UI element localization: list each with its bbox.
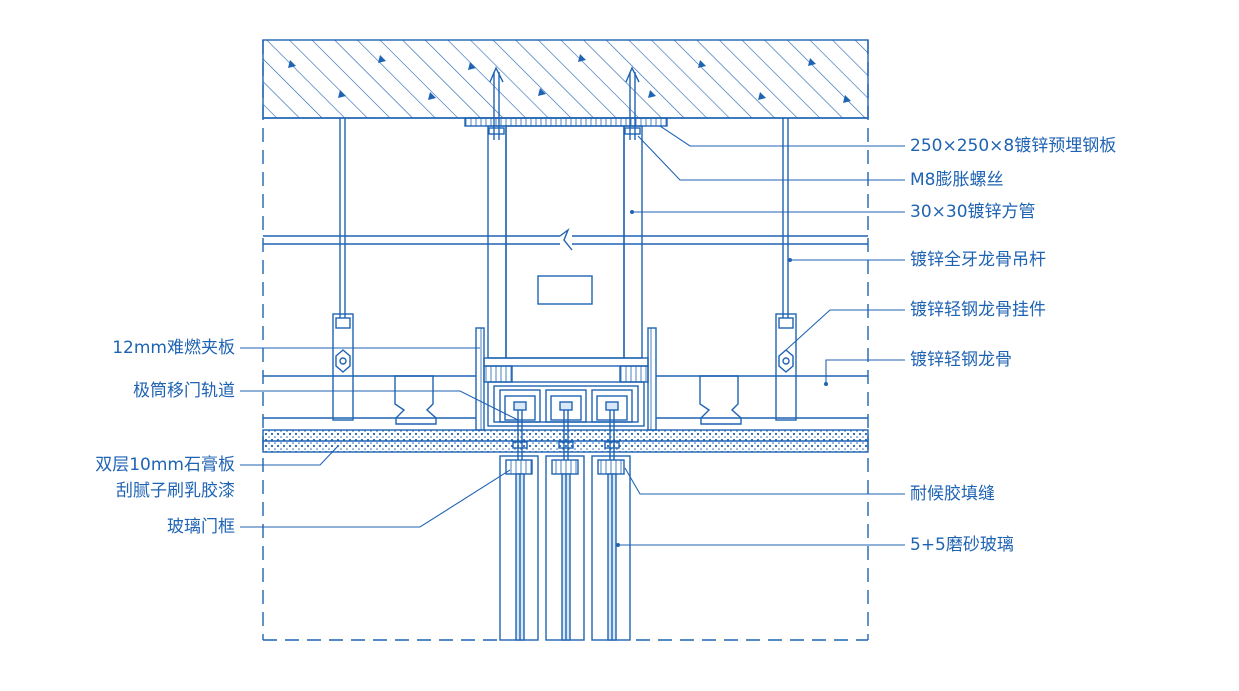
- label-sliding-door-track: 极筒移门轨道: [133, 381, 235, 401]
- hanger-rod-right: [782, 118, 789, 318]
- hanger-rod-left: [339, 118, 346, 318]
- label-embedded-steel-plate: 250×250×8镀锌预埋钢板: [910, 136, 1116, 156]
- frosted-glass-panels: [515, 473, 617, 641]
- label-hanger-clip: 镀锌轻钢龙骨挂件: [910, 300, 1046, 320]
- break-line: [263, 227, 868, 251]
- leader-lines-left: [240, 347, 519, 528]
- label-putty-latex-paint: 刮腻子刷乳胶漆: [116, 481, 235, 501]
- label-light-steel-keel: 镀锌轻钢龙骨: [910, 350, 1012, 370]
- embedded-steel-plate: [464, 117, 668, 127]
- boundary-lines: [262, 40, 869, 641]
- fire-retardant-plywood: [475, 327, 657, 431]
- label-glass-door-frame: 玻璃门框: [167, 517, 235, 537]
- light-steel-keel: [263, 375, 868, 419]
- concrete-slab: [262, 39, 869, 119]
- label-square-tube: 30×30镀锌方管: [910, 202, 1036, 222]
- labels-right: 250×250×8镀锌预埋钢板 M8膨胀螺丝 30×30镀锌方管 镀锌全牙龙骨吊…: [910, 136, 1116, 555]
- leader-lines-right: [618, 125, 905, 546]
- gypsum-board-double-layer: [262, 429, 869, 453]
- label-fire-retardant-plywood: 12mm难燃夹板: [112, 338, 235, 358]
- hanger-clip-right: [775, 313, 797, 421]
- hanger-clip-left: [332, 313, 354, 421]
- keel-profile-right: [699, 375, 742, 425]
- keel-profile-left: [394, 375, 437, 425]
- expansion-bolt-left: [488, 66, 505, 140]
- label-weather-sealant: 耐候胶填缝: [910, 484, 995, 504]
- label-gypsum-board: 双层10mm石膏板: [95, 454, 235, 475]
- label-expansion-bolt: M8膨胀螺丝: [910, 170, 1003, 190]
- sliding-door-track: [487, 381, 645, 427]
- expansion-bolt-right: [624, 66, 641, 140]
- leader-dots-right: [616, 210, 828, 547]
- label-hanger-rod: 镀锌全牙龙骨吊杆: [910, 250, 1046, 270]
- label-frosted-glass: 5+5磨砂玻璃: [910, 535, 1014, 555]
- labels-left: 12mm难燃夹板 极筒移门轨道 双层10mm石膏板 刮腻子刷乳胶漆 玻璃门框: [95, 338, 235, 537]
